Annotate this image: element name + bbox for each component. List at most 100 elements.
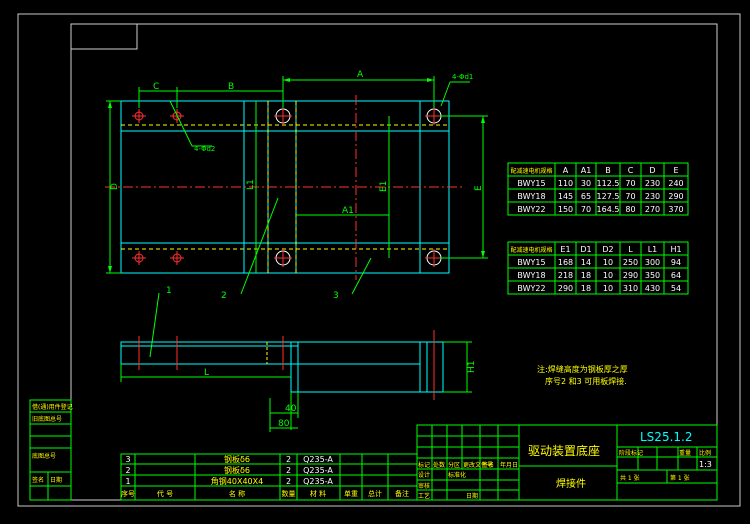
table-cell: D [649,166,655,175]
table-cell: H1 [670,245,681,254]
front-view: L 40 80 H1 [120,330,477,432]
table-cell: 145 [558,192,573,201]
front-dimensions [120,341,472,432]
table-cell: 65 [581,192,591,201]
plate-3-side [419,341,444,393]
callout-3: 3 [333,291,339,301]
table-cell: 290 [668,192,683,201]
plate-2-side [290,341,299,393]
table-cell: L [628,245,633,254]
dim-L1: L1 [246,179,256,190]
top-view: A B C D E E1 L1 A1 4-Φd1 4-Φd2 2 3 1 [105,70,488,358]
table-cell: 2 [125,466,130,475]
drawing-title: 驱动装置底座 [528,443,600,458]
tb-label: 处数 [433,461,445,469]
table-cell: 10 [603,258,613,267]
table-cell: 164.5 [597,205,620,214]
tb-label: 标记 [418,461,430,469]
table-cell: 290 [558,284,573,293]
spec-table-2 [507,241,689,295]
table-cell: D2 [602,245,613,254]
table-cell: 290 [623,271,638,280]
table-cell: 230 [645,179,660,188]
table-cell: 127.5 [597,192,620,201]
table-cell: 70 [625,179,635,188]
dim-A: A [357,70,364,80]
table-cell: 序号 [121,489,135,498]
table-cell: BWY22 [517,205,545,214]
table-cell: 18 [581,271,591,280]
table-cell: BWY15 [517,179,545,188]
dim-H1: H1 [467,361,477,374]
table-cell: 112.5 [597,179,620,188]
side-block-text: 借(通)用件登记 旧底图总号 底图总号 签名 日期 [32,403,73,484]
table-cell: 数量 [282,489,296,498]
dim-D: D [110,183,120,190]
table-cell: B [605,166,611,175]
tb-label: 阶段标记 [619,449,643,457]
callout-2: 2 [221,291,227,301]
side-label: 旧底图总号 [32,415,62,423]
table-cell: BWY18 [517,192,545,201]
table-cell: 310 [623,284,638,293]
table-cell: 单重 [344,489,358,498]
upper-body [297,341,421,365]
spec-table-1 [507,162,689,216]
side-block [29,399,72,501]
side-label: 借(通)用件登记 [32,403,73,411]
table-cell: Q235-A [303,477,333,486]
hole-note-d2: 4-Φd2 [194,145,215,153]
table-cell: 角钢40X40X4 [211,476,263,486]
dim-L: L [204,368,209,378]
tb-label: 工艺 [418,492,430,500]
table-cell: 250 [623,258,638,267]
tb-label: 更改文件号 [463,461,493,469]
table-cell: E1 [560,245,570,254]
table-cell: 150 [558,205,573,214]
sheet-outer-border [17,13,741,507]
tb-label: 分区 [448,461,460,469]
tb-label: 比例 [699,449,711,457]
table-cell: BWY15 [517,258,545,267]
table-cell: 配减速电机规格 [510,246,552,254]
table-cell: 64 [671,271,681,280]
tb-label: 设计 [418,471,430,479]
title-block [416,424,718,501]
table-cell: A1 [581,166,592,175]
side-label: 日期 [50,476,62,484]
dimension-lines [106,76,488,358]
table-cell: 材 料 [310,489,326,498]
table-cell: 3 [125,455,130,464]
table-cell: 218 [558,271,573,280]
table-cell: 300 [645,258,660,267]
tb-label: 第 1 张 [670,474,690,482]
table-cell: 168 [558,258,573,267]
note-line-2: 序号2 和3 可用板焊接. [545,376,627,386]
table-cell: 110 [558,179,573,188]
dim-40: 40 [285,404,297,414]
table-cell: 1 [125,477,130,486]
dim-80: 80 [278,419,290,429]
side-label: 签名 [32,476,44,484]
table-cell: 94 [671,258,681,267]
title-block-labels: 标记 处数 分区 更改文件号 签名 年月日 设计 标准化 审核 工艺 日期 阶段… [418,449,711,500]
table-cell: 总计 [368,489,382,498]
table-cell: 2 [286,466,291,475]
table-cell: 370 [668,205,683,214]
dim-B: B [228,82,234,92]
callout-1: 1 [166,286,172,296]
table-cell: C [628,166,634,175]
tb-label: 年月日 [500,461,518,469]
table-cell: Q235-A [303,455,333,464]
table-cell: 270 [645,205,660,214]
table-cell: BWY18 [517,271,545,280]
table-cell: 14 [581,258,591,267]
table-cell: 10 [603,284,613,293]
tb-label: 审核 [418,482,430,490]
scale-value: 1:3 [699,460,712,469]
table-cell: 430 [645,284,660,293]
table-cell: 70 [625,192,635,201]
